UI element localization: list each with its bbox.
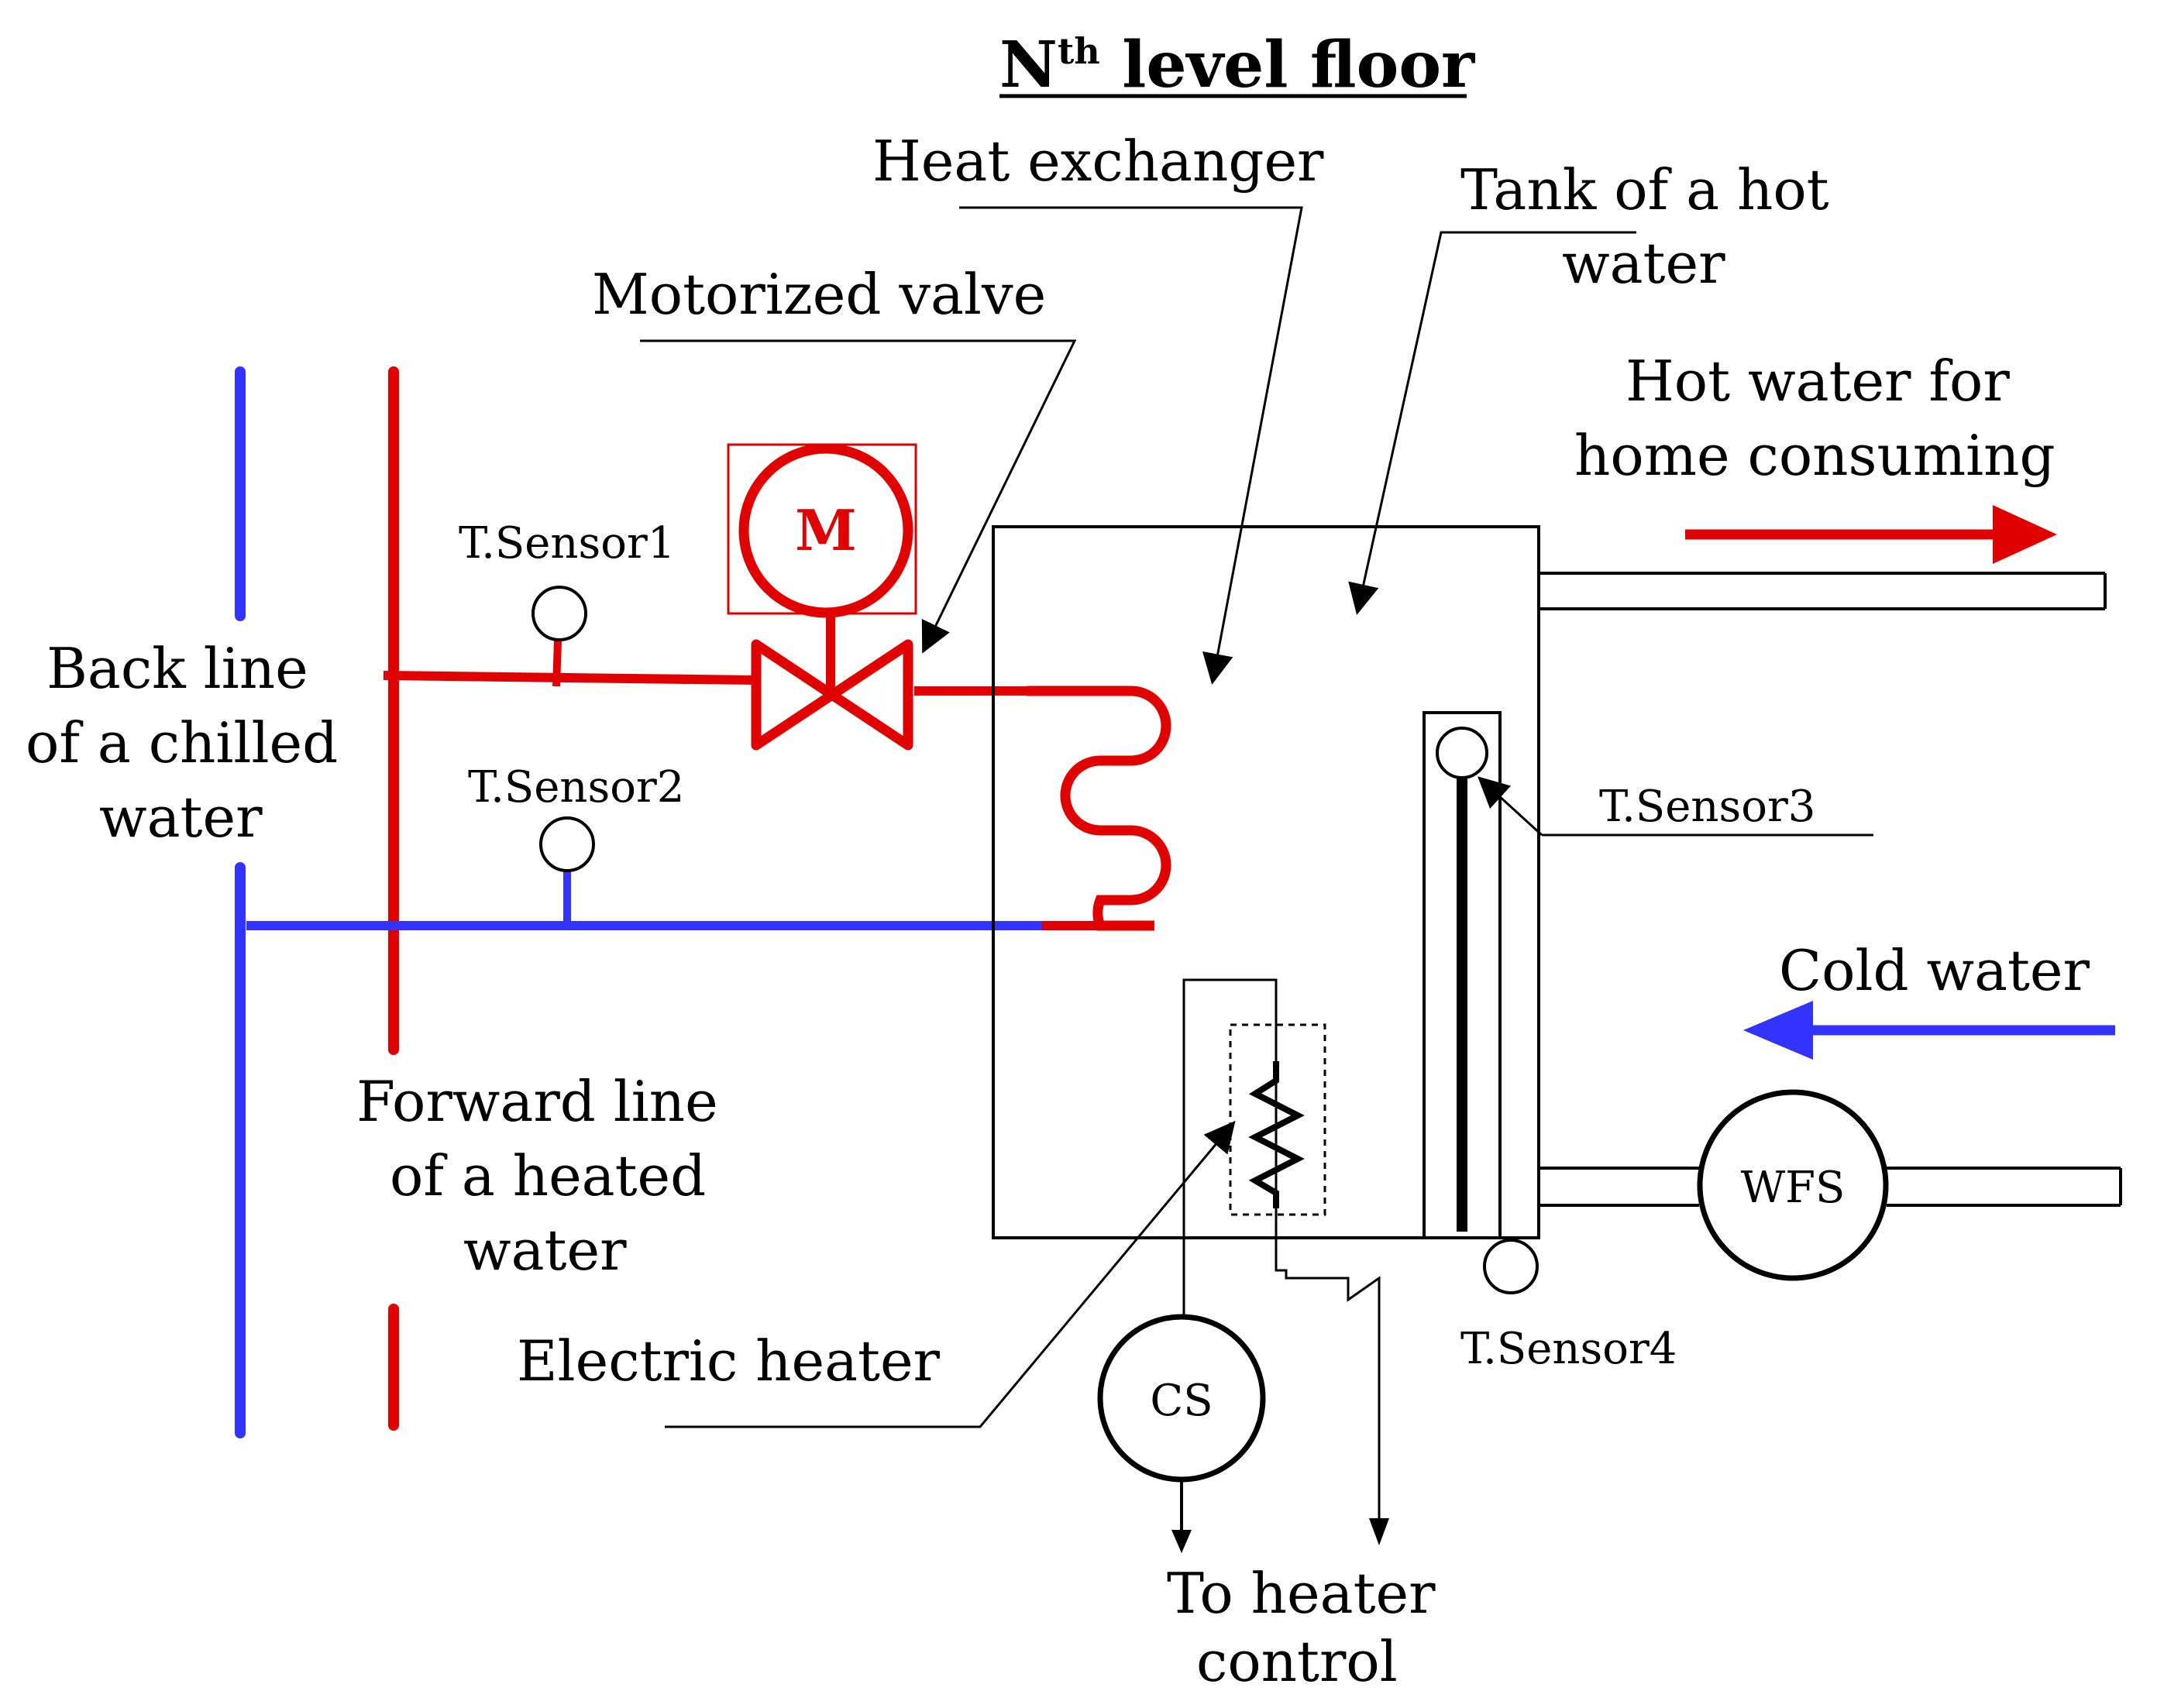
hot-water-label-line1: Hot water for (1625, 349, 2010, 414)
hot-water-label-line2: home consuming (1574, 423, 2056, 488)
to-heater-label-line1: To heater (1167, 1561, 1436, 1626)
title-suffix: level floor (1100, 28, 1476, 102)
back-line-label-2: of a chilled (26, 710, 338, 775)
tank-label-line1: Tank of a hot (1460, 157, 1829, 222)
hot-water-outlet-pipe (1539, 572, 2107, 610)
valve-body (751, 639, 913, 751)
heat-exchanger-leader (959, 206, 1303, 685)
cs-label: CS (1150, 1376, 1213, 1426)
t-sensor1 (532, 586, 587, 687)
title-superscript: th (1058, 30, 1100, 72)
back-line-label-1: Back line (46, 636, 308, 701)
forward-line-label-3: water (463, 1218, 627, 1283)
forward-line-label-1: Forward line (356, 1069, 718, 1134)
cold-water-label: Cold water (1779, 938, 2090, 1003)
water-flow-sensor: WFS (1697, 1089, 1889, 1281)
t-sensor4 (1483, 1239, 1539, 1294)
wfs-label: WFS (1741, 1163, 1846, 1213)
back-line-label-3: water (99, 785, 263, 850)
hot-water-tank (992, 525, 1540, 1239)
t-sensor3-probe (1423, 711, 1502, 1239)
to-heater-label-line2: control (1196, 1629, 1398, 1694)
t-sensor1-label: T.Sensor1 (459, 518, 675, 569)
page-title: Nth level floor (999, 28, 1476, 102)
t-sensor3-label: T.Sensor3 (1599, 782, 1815, 832)
motorized-valve-label: Motorized valve (592, 262, 1046, 327)
heater-control-arrowhead (1369, 1518, 1389, 1545)
heat-exchanger-label: Heat exchanger (872, 129, 1324, 194)
t-sensor3-arrow (1478, 776, 1543, 837)
motorized-valve: M (727, 443, 917, 751)
heat-exchanger-coil (1027, 686, 1171, 931)
cold-water-inlet-pipe (1539, 1167, 2122, 1207)
cold-water-arrow (1743, 1001, 2115, 1060)
tank-leader (1348, 231, 1636, 615)
supply-pipe (383, 671, 1027, 696)
hot-water-arrow (1685, 505, 2057, 564)
current-sensor: CS (1097, 1314, 1266, 1553)
electric-heater-leader (665, 1120, 1236, 1428)
electric-heater-label: Electric heater (517, 1328, 941, 1394)
electric-heater (1182, 978, 1381, 1538)
title-prefix: N (999, 28, 1058, 102)
motor-label: M (795, 497, 857, 563)
t-sensor2 (539, 816, 595, 923)
motorized-valve-leader (640, 339, 1077, 654)
tank-label-line2: water (1562, 231, 1725, 296)
t-sensor4-label: T.Sensor4 (1460, 1324, 1677, 1374)
forward-line-label-2: of a heated (390, 1143, 706, 1208)
t-sensor2-label: T.Sensor2 (468, 762, 684, 813)
